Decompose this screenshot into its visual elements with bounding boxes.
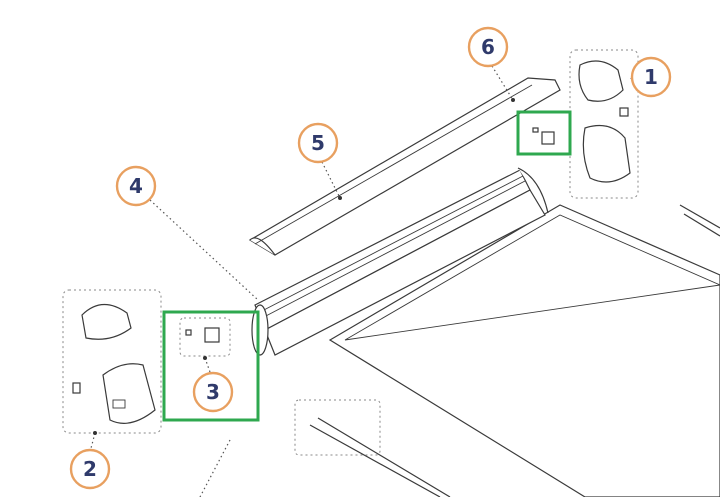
callout-2-label: 2	[83, 457, 97, 481]
lower-arm-rod	[294, 399, 451, 497]
callout-6-label: 6	[481, 35, 495, 59]
highlight-box-top-bracket	[516, 110, 572, 156]
highlight-box-callout-3	[162, 310, 260, 422]
cassette-profile	[251, 167, 549, 356]
callout-3: 3	[192, 371, 234, 413]
callout-4-label: 4	[129, 174, 143, 198]
callout-4: 4	[115, 165, 157, 207]
end-bracket-part	[179, 317, 231, 357]
top-cover	[248, 77, 561, 256]
callout-6: 6	[467, 26, 509, 68]
callout-1: 1	[630, 56, 672, 98]
left-end-cap-group	[62, 289, 162, 434]
leader-lines	[89, 65, 637, 497]
top-bracket-part	[532, 127, 555, 145]
callout-5: 5	[297, 122, 339, 164]
callout-2: 2	[69, 448, 111, 490]
callout-3-label: 3	[206, 380, 220, 404]
callout-5-label: 5	[311, 131, 325, 155]
right-support-rod	[679, 204, 720, 237]
right-end-cap-group	[569, 49, 639, 199]
callout-1-label: 1	[644, 65, 658, 89]
highlight-boxes	[162, 110, 572, 422]
